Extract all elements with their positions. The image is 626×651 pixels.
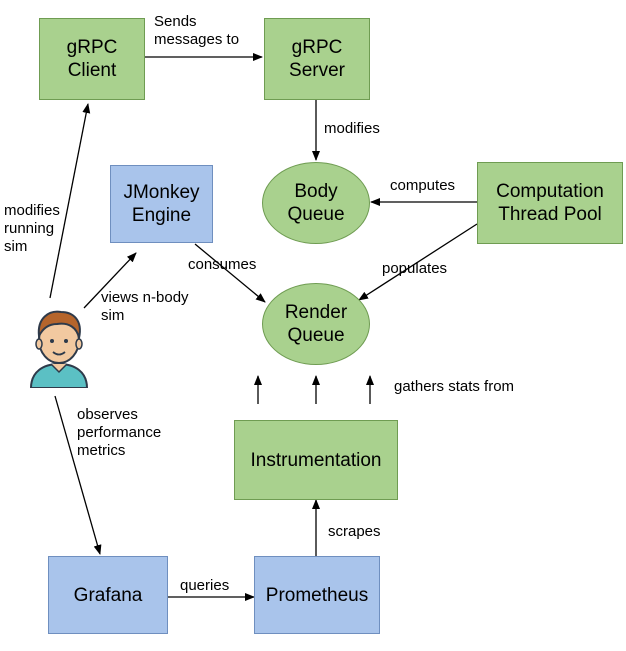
computation-thread-pool-label: Computation Thread Pool (496, 181, 604, 225)
arrow-user-to-grafana (54, 395, 102, 555)
grafana-node: Grafana (48, 556, 168, 634)
edge-label-observes-metrics: observes performance metrics (77, 406, 162, 459)
grpc-server-label: gRPC Server (289, 37, 345, 81)
body-queue-node: Body Queue (262, 162, 370, 244)
computation-thread-pool-node: Computation Thread Pool (477, 162, 623, 244)
edge-label-populates: populates (382, 260, 448, 277)
user-avatar-icon (29, 310, 89, 388)
edge-label-views-nbody-sim: views n-body sim (101, 289, 189, 324)
grpc-client-node: gRPC Client (39, 18, 145, 100)
instrumentation-node: Instrumentation (234, 420, 398, 500)
arrow-jmonkey-to-render-queue (194, 243, 266, 303)
edge-label-modifies-running-sim: modifies running sim (4, 202, 60, 255)
arrow-user-to-client (49, 103, 91, 299)
jmonkey-engine-label: JMonkey Engine (123, 182, 200, 226)
edge-label-sends-messages: Sends messages to (154, 13, 240, 48)
jmonkey-engine-node: JMonkey Engine (110, 165, 213, 243)
grpc-client-label: gRPC Client (66, 37, 118, 81)
edge-label-consumes: consumes (188, 256, 257, 273)
prometheus-label: Prometheus (265, 584, 369, 606)
edge-label-scrapes: scrapes (328, 523, 381, 540)
edge-label-modifies: modifies (324, 120, 380, 137)
arrow-pool-to-render-queue (358, 223, 478, 301)
edge-label-queries: queries (180, 577, 230, 594)
prometheus-node: Prometheus (254, 556, 380, 634)
edge-label-gathers-stats: gathers stats from (394, 378, 515, 395)
arrow-user-to-jmonkey (83, 252, 137, 309)
grpc-server-node: gRPC Server (264, 18, 370, 100)
instrumentation-label: Instrumentation (250, 449, 382, 471)
body-queue-label: Body Queue (287, 181, 345, 225)
edge-label-computes: computes (390, 177, 456, 194)
grafana-label: Grafana (73, 584, 143, 606)
render-queue-node: Render Queue (262, 283, 370, 365)
render-queue-label: Render Queue (284, 302, 348, 346)
